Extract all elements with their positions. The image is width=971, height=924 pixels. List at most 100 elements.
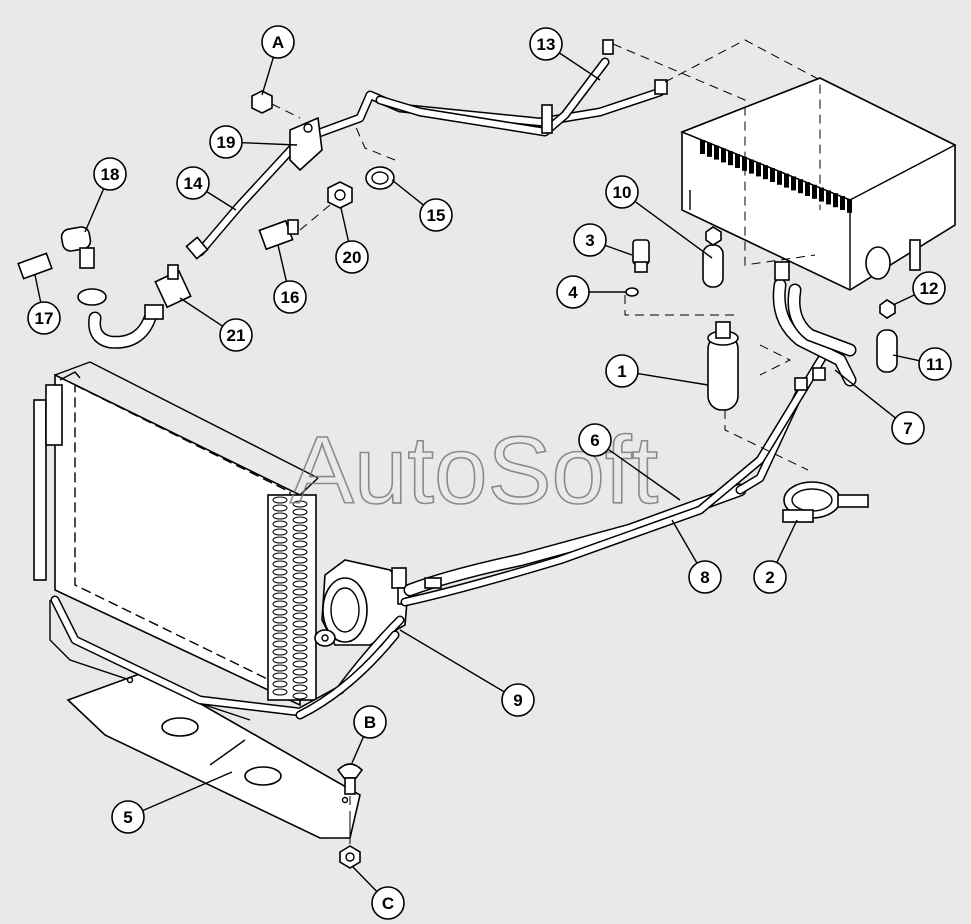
fitting-a: [251, 90, 273, 114]
condenser-fin: [272, 576, 288, 584]
condenser-fin: [272, 648, 288, 656]
evaporator-box: [680, 77, 957, 291]
condenser-fin: [292, 596, 308, 604]
callout-20: 20: [335, 240, 369, 274]
callout-10: 10: [605, 175, 639, 209]
condenser-fin: [292, 524, 308, 532]
callout-circle-B: [353, 705, 387, 739]
condenser-fin: [292, 604, 308, 612]
evaporator-fin: [728, 151, 733, 166]
condenser-fin: [292, 644, 308, 652]
callout-7: 7: [891, 411, 925, 445]
callout-21: 21: [219, 318, 253, 352]
callout-circle-1: [605, 354, 639, 388]
leader-17: [34, 274, 42, 303]
condenser-fin: [292, 532, 308, 540]
nut-c: [339, 845, 361, 869]
callout-circle-9: [501, 683, 535, 717]
callout-circle-11: [918, 347, 952, 381]
callout-16: 16: [273, 280, 307, 314]
condenser-fin: [272, 680, 288, 688]
leader-7: [834, 369, 896, 419]
evaporator-fin: [805, 182, 810, 196]
callout-circle-19: [209, 125, 243, 159]
callout-circle-21: [219, 318, 253, 352]
callout-circle-8: [688, 560, 722, 594]
condenser-fin: [292, 684, 308, 692]
callout-label-12: 12: [920, 279, 939, 298]
condenser-fin: [292, 572, 308, 580]
leader-B: [351, 736, 365, 764]
condenser-fin: [272, 536, 288, 544]
callout-8: 8: [688, 560, 722, 594]
condenser-fin: [292, 500, 308, 508]
evaporator-fin: [721, 148, 726, 163]
condenser-fin: [292, 556, 308, 564]
condenser-fin: [292, 612, 308, 620]
condenser-fin: [292, 660, 308, 668]
condenser-fin: [292, 516, 308, 524]
evaporator-fin: [840, 196, 845, 210]
callout-1: 1: [605, 354, 639, 388]
evaporator-fin: [812, 184, 817, 199]
callout-circle-10: [605, 175, 639, 209]
callout-label-A: A: [272, 33, 284, 52]
callout-label-18: 18: [101, 165, 120, 184]
sleeve-10: [702, 244, 724, 288]
callout-label-10: 10: [613, 183, 632, 202]
callout-label-6: 6: [590, 431, 599, 450]
callout-label-3: 3: [585, 231, 594, 250]
condenser-fin: [272, 560, 288, 568]
evaporator-fin: [735, 154, 740, 168]
condenser-fin: [272, 552, 288, 560]
sleeve-11: [876, 329, 898, 373]
evaporator-fin: [770, 168, 775, 182]
callout-15: 15: [419, 198, 453, 232]
evaporator-fin: [763, 165, 768, 180]
leader-9: [399, 629, 505, 693]
condenser-fin: [292, 668, 308, 676]
condenser-fin: [272, 624, 288, 632]
callout-label-1: 1: [617, 362, 626, 381]
condenser-fin: [272, 656, 288, 664]
evaporator-fin: [847, 198, 852, 213]
condenser-fin: [292, 636, 308, 644]
callout-14: 14: [176, 166, 210, 200]
pipe-fittings: [144, 39, 826, 589]
condenser-fin: [272, 640, 288, 648]
condenser-fin: [272, 528, 288, 536]
callout-label-19: 19: [217, 133, 236, 152]
condenser-fin: [272, 672, 288, 680]
callout-label-15: 15: [427, 206, 446, 225]
callout-label-13: 13: [537, 35, 556, 54]
compressor: [314, 559, 413, 647]
leader-19: [241, 141, 298, 146]
callout-label-B: B: [364, 713, 376, 732]
evaporator-fin: [798, 179, 803, 194]
callout-6: 6: [578, 423, 612, 457]
callout-circle-14: [176, 166, 210, 200]
callout-circle-3: [573, 223, 607, 257]
callout-circle-6: [578, 423, 612, 457]
callout-label-11: 11: [926, 355, 944, 374]
condenser-fin: [272, 608, 288, 616]
callout-circle-16: [273, 280, 307, 314]
callout-label-17: 17: [35, 309, 54, 328]
callout-circle-18: [93, 157, 127, 191]
condenser-fin: [292, 540, 308, 548]
callout-label-2: 2: [765, 568, 774, 587]
clamp-2: [782, 481, 869, 523]
leader-6: [607, 448, 681, 501]
callout-label-21: 21: [227, 326, 246, 345]
evaporator-fin: [756, 162, 761, 177]
evaporator-fin: [700, 140, 705, 154]
callout-label-14: 14: [184, 174, 203, 193]
evaporator-fin: [749, 159, 754, 174]
nut-20: [327, 181, 353, 209]
condenser-fin: [292, 548, 308, 556]
callout-circle-12: [912, 271, 946, 305]
leader-14: [206, 190, 237, 211]
nut-12: [879, 299, 896, 319]
